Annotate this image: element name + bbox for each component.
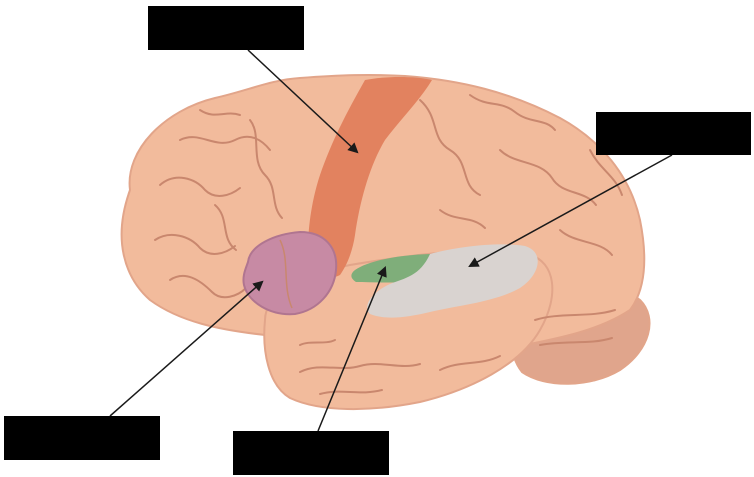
motor-cortex-region	[308, 77, 432, 279]
leader-arrows	[109, 49, 673, 432]
arrow-top	[247, 49, 359, 154]
label-box-top	[148, 6, 304, 50]
arrow-bottom	[317, 266, 387, 432]
label-box-right	[596, 112, 751, 155]
sulci	[154, 94, 623, 395]
broca-fold	[279, 239, 293, 309]
arrow-left	[109, 280, 264, 417]
label-box-left	[4, 416, 160, 460]
arrow-right	[468, 154, 673, 268]
broca-area-region	[242, 230, 338, 316]
label-box-bottom	[233, 431, 389, 475]
wernicke-area-region	[367, 244, 538, 318]
